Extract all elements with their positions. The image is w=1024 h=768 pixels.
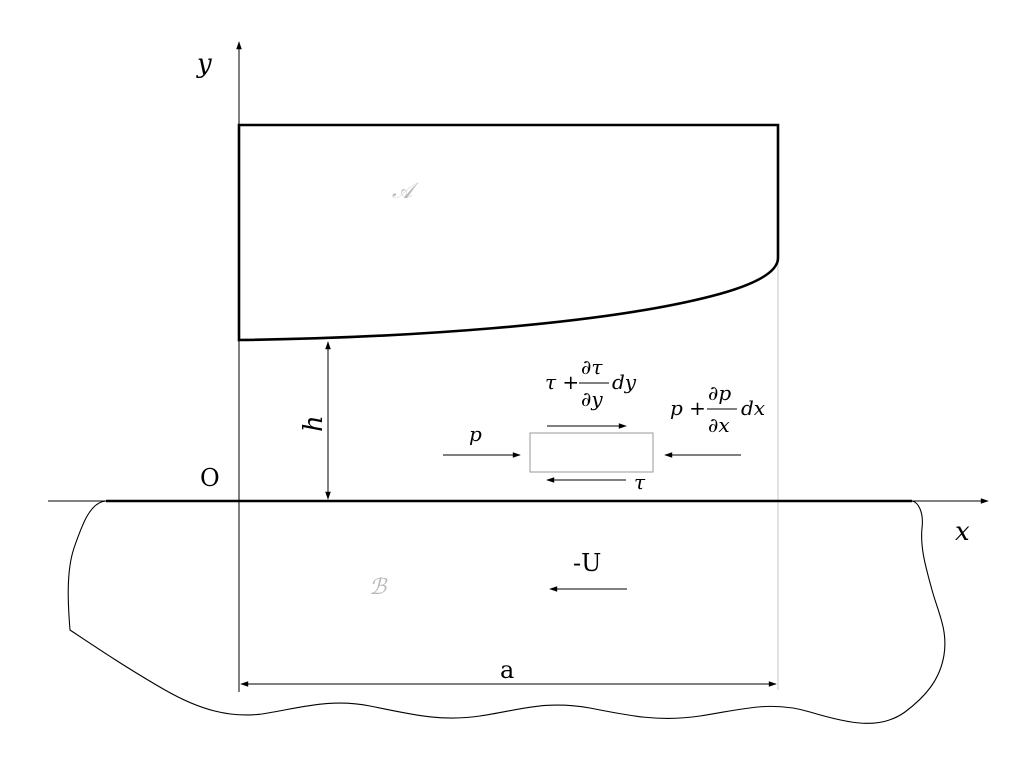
left-pressure-label: p — [469, 422, 482, 446]
gap-label: h — [299, 415, 329, 432]
right-pressure-numerator: ∂p — [708, 381, 731, 405]
lower-body-outline — [67, 500, 946, 724]
right-pressure-tail: dx — [741, 396, 765, 420]
bottom-shear-label: τ — [634, 470, 646, 494]
upper-body-outline — [237, 123, 780, 342]
right-pressure-denominator: ∂x — [708, 413, 730, 437]
origin-label: O — [200, 464, 220, 492]
fluid-element — [529, 432, 654, 473]
right-pressure-term: p + — [670, 396, 706, 420]
y-axis-label: y — [196, 49, 212, 79]
region-label-b: ℬ — [369, 575, 388, 600]
top-shear-denominator: ∂y — [581, 387, 603, 411]
top-shear-numerator: ∂τ — [581, 355, 603, 379]
top-shear-tail: dy — [612, 370, 637, 394]
top-shear-term: τ + — [545, 370, 579, 394]
x-axis-label: x — [955, 517, 970, 547]
region-label-a: 𝒜 — [392, 179, 419, 204]
length-label: a — [500, 656, 514, 684]
velocity-label: -U — [573, 549, 601, 577]
